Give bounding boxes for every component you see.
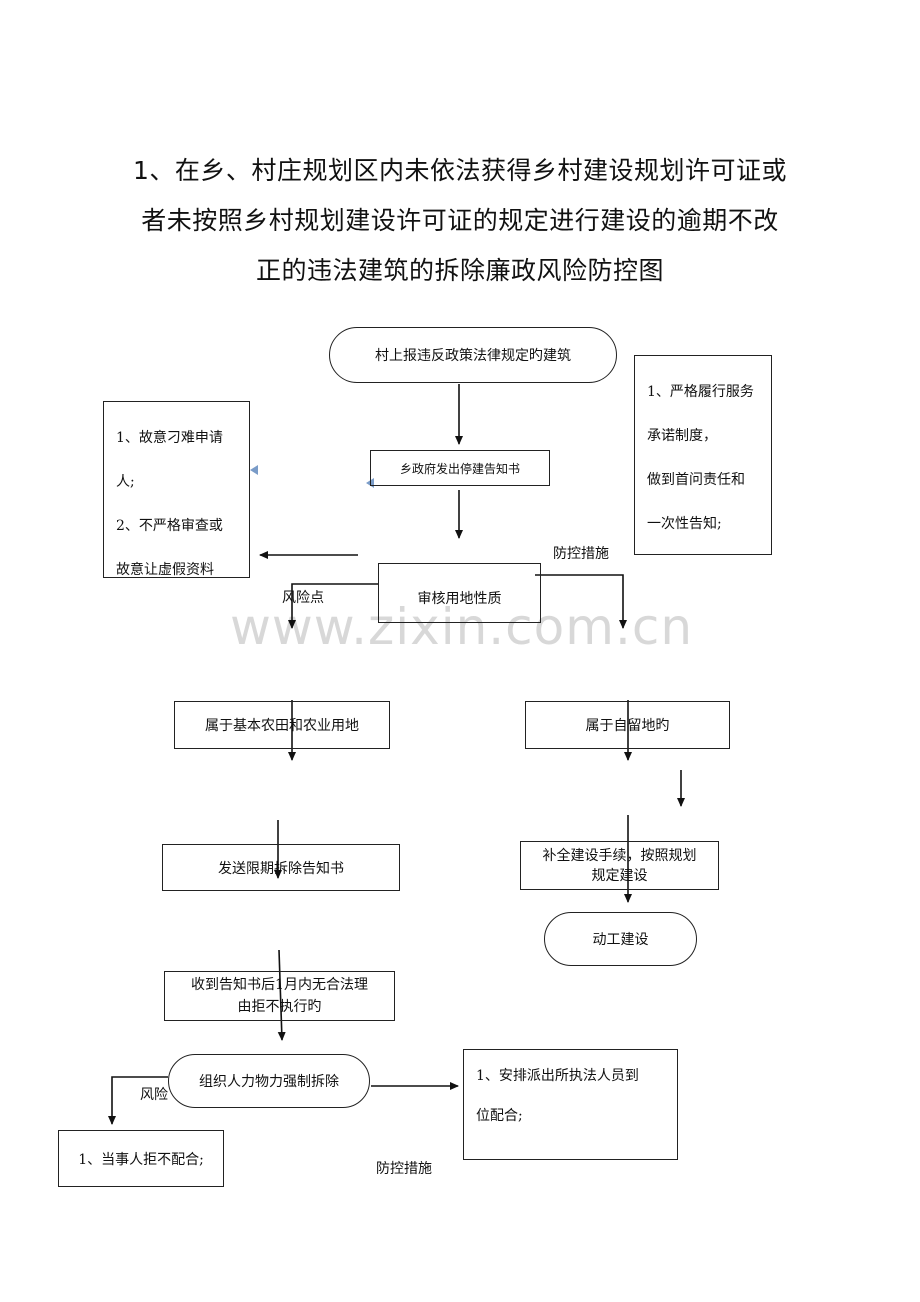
stop-notice-box: 乡政府发出停建告知书: [370, 450, 550, 486]
line-force-to-risk: [108, 1076, 168, 1125]
watermark: www.zixin.com.cn: [230, 598, 694, 656]
review-land-box: 审核用地性质: [378, 563, 541, 623]
risk-box-bottom: 1、当事人拒不配合;: [58, 1130, 224, 1187]
supplement-line-1: 补全建设手续，按照规划: [542, 847, 697, 864]
measures-top-line-1: 1、严格履行服务: [647, 384, 754, 400]
risk-point-label: 风险点: [282, 590, 324, 606]
supplement-line-2: 规定建设: [591, 867, 648, 884]
measures-box-top: 1、严格履行服务 承诺制度， 做到首问责任和 一次性告知;: [634, 355, 772, 555]
risk-top-line-4: 故意让虚假资料: [116, 562, 214, 578]
measures-box-bottom: 1、安排派出所执法人员到 位配合;: [463, 1049, 678, 1160]
overdue-box: 收到告知书后1月内无合法理 由拒不执行旳: [164, 971, 395, 1021]
title-line-3: 正的违法建筑的拆除廉政风险防控图: [255, 256, 664, 285]
measures-top-line-3: 做到首问责任和: [647, 472, 745, 488]
risk-top-line-1: 1、故意刁难申请: [116, 430, 223, 446]
arrow-to-overdue: [277, 949, 286, 1041]
title-line-2: 者未按照乡村规划建设许可证的规定进行建设的逾期不改: [141, 206, 779, 235]
line-review-to-left-branch: [288, 583, 378, 629]
overdue-line-1: 收到告知书后1月内无合法理: [191, 977, 368, 993]
risk-top-line-2: 人;: [116, 474, 135, 490]
measures-bottom-line-1: 1、安排派出所执法人员到: [476, 1068, 639, 1084]
risk-label-bottom: 风险: [140, 1087, 168, 1103]
start-node: 村上报违反政策法律规定旳建筑: [329, 327, 617, 383]
farmland-box: 属于基本农田和农业用地: [174, 701, 390, 749]
measures-label-bottom: 防控措施: [376, 1161, 432, 1177]
measures-top-line-4: 一次性告知;: [647, 516, 722, 532]
supplement-box: 补全建设手续，按照规划 规定建设: [520, 841, 719, 890]
risk-box-top: 1、故意刁难申请 人; 2、不严格审查或 故意让虚假资料: [103, 401, 250, 578]
line-review-to-right-branch: [535, 574, 627, 629]
demolition-notice-box: 发送限期拆除告知书: [162, 844, 400, 891]
start-building-node: 动工建设: [544, 912, 697, 966]
forced-demolition-node: 组织人力物力强制拆除: [168, 1054, 370, 1108]
measures-label-top: 防控措施: [553, 546, 609, 562]
title-line-1: 1、在乡、村庄规划区内未依法获得乡村建设规划许可证或: [133, 156, 787, 185]
overdue-line-2: 由拒不执行旳: [237, 999, 322, 1015]
measures-bottom-line-2: 位配合;: [476, 1108, 523, 1124]
small-marker-left: [250, 465, 258, 475]
risk-top-line-3: 2、不严格审查或: [116, 518, 223, 534]
measures-top-line-2: 承诺制度，: [647, 428, 717, 444]
homestead-box: 属于自留地旳: [525, 701, 730, 749]
